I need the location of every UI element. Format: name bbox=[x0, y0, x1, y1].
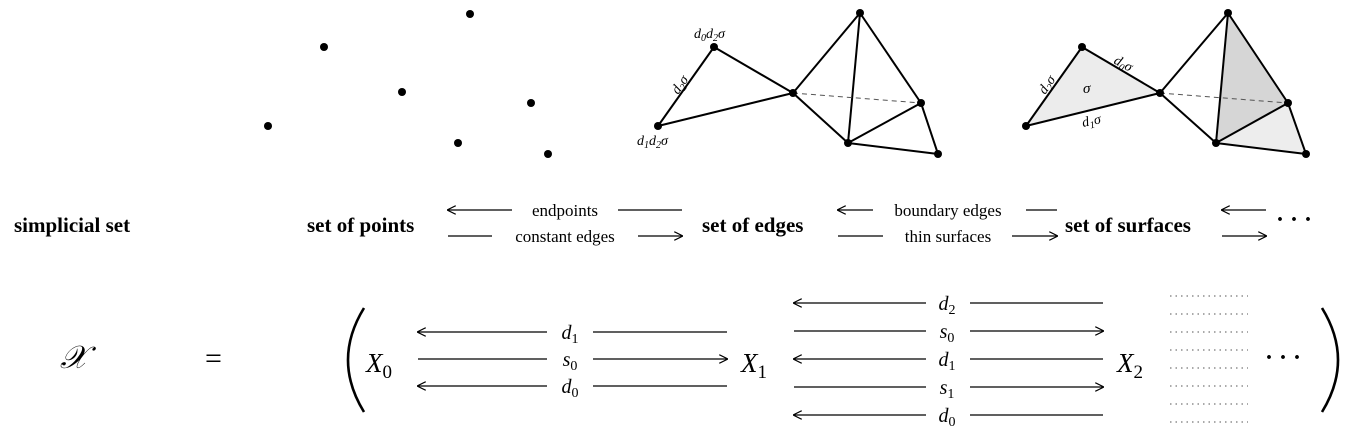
higher-maps-dots bbox=[1170, 295, 1248, 423]
map-label-d0: d0 bbox=[562, 376, 579, 401]
point bbox=[454, 139, 462, 147]
edge-label-d0d2sigma: d0d2σ bbox=[694, 27, 726, 44]
boundary-edges-label: boundary edges bbox=[894, 201, 1001, 220]
point bbox=[466, 10, 474, 18]
surface-sigma-label: σ bbox=[1083, 81, 1091, 97]
point bbox=[527, 99, 535, 107]
map-label-d1-right: d1 bbox=[939, 349, 956, 374]
constant-edges-label: constant edges bbox=[515, 227, 615, 246]
set-of-points-label: set of points bbox=[307, 213, 414, 237]
point bbox=[264, 122, 272, 130]
edge-label-d1d2sigma: d1d2σ bbox=[637, 134, 669, 151]
surface-label-d1sigma: d1σ bbox=[1081, 112, 1104, 133]
map-label-d0-right: d0 bbox=[939, 405, 956, 430]
point bbox=[544, 150, 552, 158]
map-label-d2: d2 bbox=[939, 293, 956, 318]
surface-sigma bbox=[1026, 47, 1160, 126]
left-paren bbox=[346, 307, 366, 413]
surface-back bbox=[1216, 13, 1288, 143]
points-picture bbox=[264, 10, 552, 158]
surfaces-picture: d2σ d0σ d1σ σ bbox=[1022, 9, 1310, 158]
map-label-s0: s0 bbox=[563, 349, 578, 374]
row-words: simplicial set set of points set of edge… bbox=[14, 201, 1312, 246]
row2-ellipsis: · · · bbox=[1265, 345, 1301, 371]
object-X1: X1 bbox=[740, 348, 767, 383]
equals-sign: = bbox=[205, 342, 222, 375]
row-formal: 𝒳 = X0 X1 X2 d1 s0 d0 d2 s0 d1 s1 d0 bbox=[60, 293, 1340, 430]
thin-surfaces-label: thin surfaces bbox=[905, 227, 991, 246]
row1-ellipsis: · · · bbox=[1276, 207, 1312, 233]
right-paren bbox=[1320, 307, 1340, 413]
object-X0: X0 bbox=[365, 348, 392, 383]
map-label-s0-right: s0 bbox=[940, 321, 955, 346]
map-label-s1: s1 bbox=[940, 377, 955, 402]
point bbox=[320, 43, 328, 51]
set-of-surfaces-label: set of surfaces bbox=[1065, 213, 1191, 237]
object-X2: X2 bbox=[1116, 348, 1143, 383]
set-of-edges-label: set of edges bbox=[702, 213, 803, 237]
simplicial-set-label: simplicial set bbox=[14, 213, 130, 237]
surface-front bbox=[1216, 103, 1306, 154]
edge-label-d2sigma: d2σ bbox=[669, 72, 694, 98]
point bbox=[398, 88, 406, 96]
script-x-symbol: 𝒳 bbox=[60, 339, 97, 375]
endpoints-label: endpoints bbox=[532, 201, 598, 220]
edges-picture: d0d2σ d2σ d1d2σ bbox=[637, 9, 942, 158]
map-label-d1: d1 bbox=[562, 322, 579, 347]
